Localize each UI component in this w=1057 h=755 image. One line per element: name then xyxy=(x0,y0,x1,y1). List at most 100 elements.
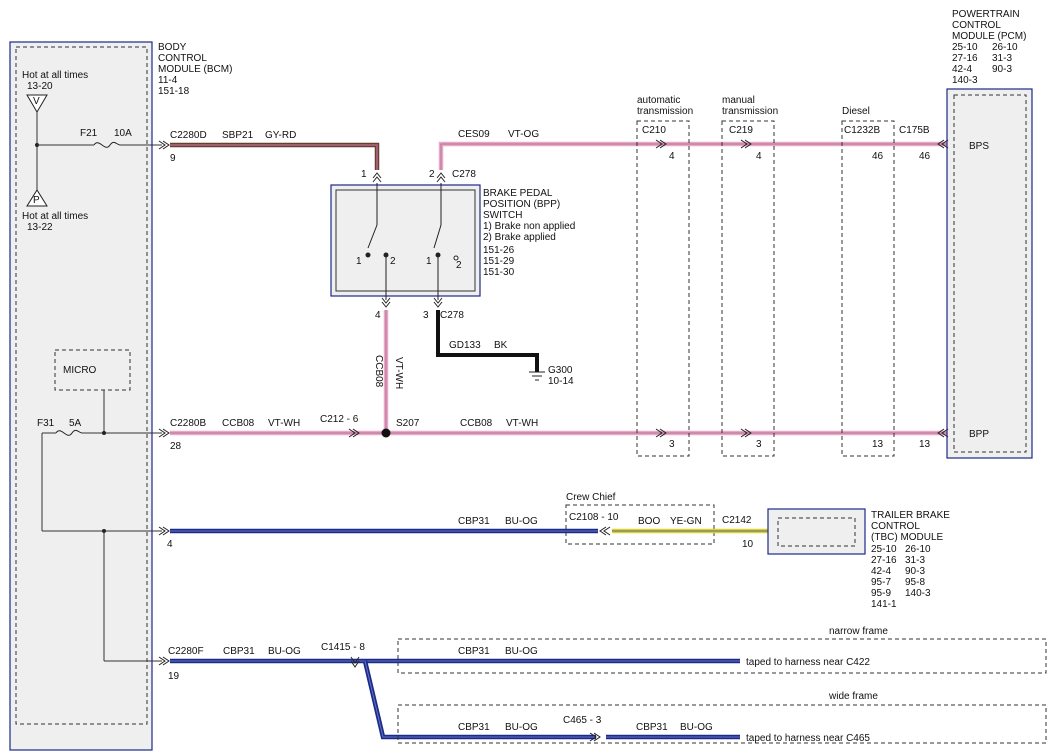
pcm-pin-bpp: BPP xyxy=(969,429,989,440)
color-ces09: VT-OG xyxy=(508,129,539,140)
color-wide-2: BU-OG xyxy=(680,722,713,733)
tbc-ref-11: 141-1 xyxy=(871,599,897,610)
bcm-ref-1: 11-4 xyxy=(158,75,178,86)
c465-arrows xyxy=(589,732,601,742)
bcm-title-3: MODULE (BCM) xyxy=(158,64,232,75)
pcm-module[interactable] xyxy=(946,88,1033,459)
fuse-f21-icon xyxy=(93,141,121,148)
pin-c2280d: 9 xyxy=(170,153,176,164)
variant-manual-pin-top: 4 xyxy=(756,151,762,162)
circuit-gd133: GD133 xyxy=(449,340,481,351)
fuse-f31-rating: 5A xyxy=(69,418,82,429)
wire-ces09[interactable] xyxy=(438,141,960,170)
ground-g300: G300 xyxy=(548,365,573,376)
circuit-wide-2: CBP31 xyxy=(636,722,668,733)
bpp-ref-2: 151-29 xyxy=(483,256,515,267)
pcm-title-2: CONTROL xyxy=(952,20,1001,31)
wire-sbp21[interactable] xyxy=(170,142,380,170)
circuit-ccb08-vertical: CCB08 xyxy=(373,355,384,388)
circuit-narrow: CBP31 xyxy=(458,646,490,657)
tbc-module[interactable] xyxy=(767,508,866,555)
pcm-ref-4: 31-3 xyxy=(992,53,1012,64)
circuit-boo: BOO xyxy=(638,516,660,527)
conn-c2142: C2142 xyxy=(722,515,752,526)
variant-diesel-box xyxy=(841,120,895,457)
wire-cbp31-bottom[interactable] xyxy=(170,658,740,740)
fuse-f31-label: F31 xyxy=(37,418,55,429)
bpp-title-3: SWITCH xyxy=(483,210,522,221)
bcm-module[interactable] xyxy=(9,41,153,751)
note-wide: taped to harness near C465 xyxy=(746,733,870,744)
splice-s207: S207 xyxy=(396,418,420,429)
bpp-pin-inner-2a: 2 xyxy=(390,256,396,267)
variant-auto-box xyxy=(636,120,690,457)
fuse-f31-icon xyxy=(55,429,83,436)
variant-manual-label-2: transmission xyxy=(722,106,778,117)
pcm-title-3: MODULE (PCM) xyxy=(952,31,1026,42)
bpp-connector-arrows-top xyxy=(372,172,446,183)
bpp-ref-3: 151-30 xyxy=(483,267,515,278)
tbc-ref-2: 26-10 xyxy=(905,544,931,555)
hot-ref-1: 13-20 xyxy=(27,81,53,92)
pcm-ref-1: 25-10 xyxy=(952,42,978,53)
pcm-ref-7: 140-3 xyxy=(952,75,978,86)
conn-c2280d: C2280D xyxy=(170,130,207,141)
tbc-ref-4: 31-3 xyxy=(905,555,925,566)
variant-connector-arrows xyxy=(655,139,752,438)
power-source-p-icon xyxy=(26,189,48,207)
note-narrow: taped to harness near C422 xyxy=(746,657,870,668)
variant-diesel-pin-bot: 13 xyxy=(872,439,884,450)
ground-icon xyxy=(529,371,545,381)
bpp-note-1: 1) Brake non applied xyxy=(483,221,575,232)
variant-diesel-label: Diesel xyxy=(842,106,870,117)
bpp-pin-inner-1a: 1 xyxy=(356,256,362,267)
variant-auto-label-2: transmission xyxy=(637,106,693,117)
circuit-ccb08-mid2: CCB08 xyxy=(460,418,493,429)
pcm-pin-top: 46 xyxy=(919,151,931,162)
color-wide: BU-OG xyxy=(505,722,538,733)
tbc-ref-3: 27-16 xyxy=(871,555,897,566)
conn-c278-top: C278 xyxy=(452,169,476,180)
c1415-arrows xyxy=(350,656,360,668)
color-gd133: BK xyxy=(494,340,508,351)
crew-chief-box xyxy=(565,504,715,545)
pcm-ref-5: 42-4 xyxy=(952,64,972,75)
conn-c2280b: C2280B xyxy=(170,418,206,429)
bpp-note-2: 2) Brake applied xyxy=(483,232,556,243)
tbc-title-1: TRAILER BRAKE xyxy=(871,510,950,521)
inline-c212-arrows xyxy=(348,428,360,438)
variant-auto-conn: C210 xyxy=(642,125,666,136)
bpp-pin-top-1: 1 xyxy=(361,169,367,180)
pcm-ref-3: 27-16 xyxy=(952,53,978,64)
tbc-ref-7: 95-7 xyxy=(871,577,891,588)
fuse-f21-rating: 10A xyxy=(114,128,132,139)
conn-c212: C212 - 6 xyxy=(320,414,359,425)
variant-manual-box xyxy=(721,120,775,457)
color-boo: YE-GN xyxy=(670,516,702,527)
bcm-connector-arrows xyxy=(158,140,170,666)
pin-c2280f: 19 xyxy=(168,671,180,682)
hot-label-1: Hot at all times xyxy=(22,70,88,81)
crew-chief-label: Crew Chief xyxy=(566,492,616,503)
pin-tbc-bcm: 4 xyxy=(167,539,173,550)
conn-c2280f: C2280F xyxy=(168,646,204,657)
variant-manual-pin-bot: 3 xyxy=(756,439,762,450)
bpp-switch-contacts xyxy=(365,183,459,300)
pcm-connector-arrows xyxy=(937,139,949,438)
circuit-cbp31-tbc: CBP31 xyxy=(458,516,490,527)
pcm-ref-2: 26-10 xyxy=(992,42,1018,53)
narrow-frame-label: narrow frame xyxy=(829,626,888,637)
bcm-title-1: BODY xyxy=(158,42,187,53)
tbc-ref-10: 140-3 xyxy=(905,588,931,599)
wire-gd133[interactable] xyxy=(436,310,539,372)
tbc-title-3: (TBC) MODULE xyxy=(871,532,944,543)
color-cbp31-bottom: BU-OG xyxy=(268,646,301,657)
color-ccb08-mid2: VT-WH xyxy=(506,418,538,429)
circuit-ces09: CES09 xyxy=(458,129,490,140)
c2108-arrows xyxy=(599,526,611,536)
bpp-pin-top-2: 2 xyxy=(429,169,435,180)
bpp-switch[interactable] xyxy=(330,184,481,297)
pin-c2280b: 28 xyxy=(170,441,182,452)
conn-c278-bottom: C278 xyxy=(440,310,464,321)
bcm-title-2: CONTROL xyxy=(158,53,207,64)
